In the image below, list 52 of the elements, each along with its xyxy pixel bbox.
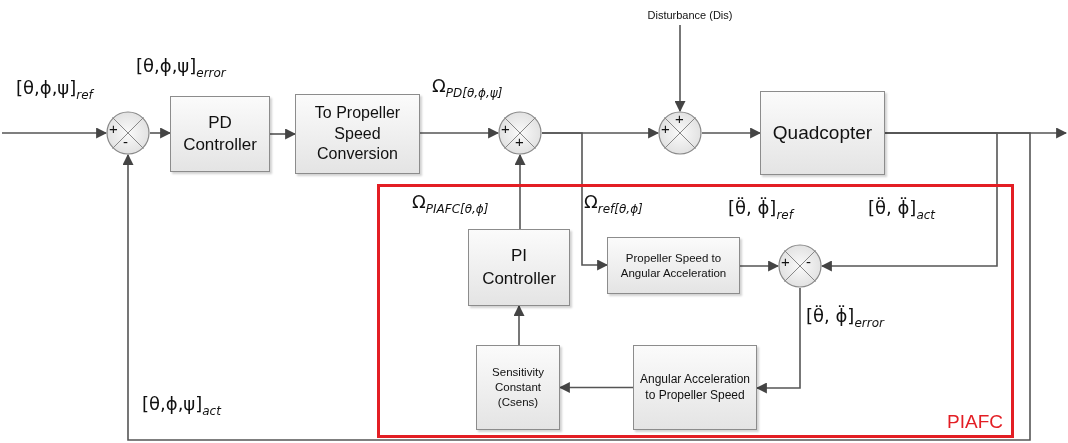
arrow <box>739 260 780 272</box>
process-box <box>633 345 757 430</box>
sign-label: + <box>781 254 790 269</box>
summing-junction <box>658 111 702 155</box>
sign-label: + <box>109 121 118 136</box>
summing-junction <box>498 111 542 155</box>
box-label: Angular Acceleration to Propeller Speed <box>638 371 752 404</box>
edge-label: Ω$_{ref[θ,ϕ]}$ <box>584 192 643 216</box>
arrow <box>513 304 525 346</box>
box-label: Quadcopter <box>772 120 873 145</box>
process-box <box>468 229 570 306</box>
sign-label: + <box>501 121 510 136</box>
arrow <box>149 127 172 139</box>
edge-label: Ω$_{PIAFC[θ,ϕ]}$ <box>412 192 489 216</box>
edge-label: [θ̈, ϕ̈]$_{act}$ <box>868 198 936 222</box>
sign-label: + <box>661 121 670 136</box>
process-box <box>295 94 420 174</box>
edge-label: [θ,ϕ,ψ]$_{error}$ <box>136 56 226 80</box>
arrow <box>820 132 998 272</box>
input-label: Disturbance (Dis) <box>630 9 750 25</box>
sign-label: + <box>515 134 524 149</box>
edge-label: [θ̈, ϕ̈]$_{error}$ <box>806 306 884 330</box>
arrow <box>558 382 634 393</box>
box-label: PD Controller <box>182 111 258 156</box>
arrow <box>269 128 297 140</box>
arrow <box>674 24 686 113</box>
sign-label: - <box>806 254 811 269</box>
group-label: PIAFC <box>947 411 1003 433</box>
arrow <box>1 127 108 139</box>
arrow <box>419 127 500 139</box>
sign-label: + <box>675 111 684 126</box>
edge-label: [θ,ϕ,ψ]$_{ref}$ <box>16 78 93 102</box>
box-label: Sensitivity Constant (Csens) <box>491 365 545 410</box>
box-label: Propeller Speed to Angular Acceleration <box>619 250 728 281</box>
process-box <box>476 345 560 430</box>
group-border <box>377 184 1014 438</box>
edge-label: [θ,ϕ,ψ]$_{act}$ <box>142 394 221 418</box>
edge-label: Ω$_{PD[θ,ϕ,ψ]}$ <box>432 76 503 100</box>
summing-junction <box>778 244 822 288</box>
box-label: PI Controller <box>481 245 557 290</box>
arrow <box>755 287 801 394</box>
arrow <box>122 132 1031 441</box>
process-box <box>607 237 740 294</box>
process-box <box>170 96 270 172</box>
arrow <box>701 127 762 139</box>
edge-label: [θ̈, ϕ̈]$_{ref}$ <box>728 198 793 222</box>
arrow <box>541 132 609 271</box>
summing-junction <box>106 111 150 155</box>
process-box <box>760 91 885 175</box>
box-label: To Propeller Speed Conversion <box>313 102 402 165</box>
sign-label: - <box>123 134 128 149</box>
arrow <box>514 153 526 230</box>
